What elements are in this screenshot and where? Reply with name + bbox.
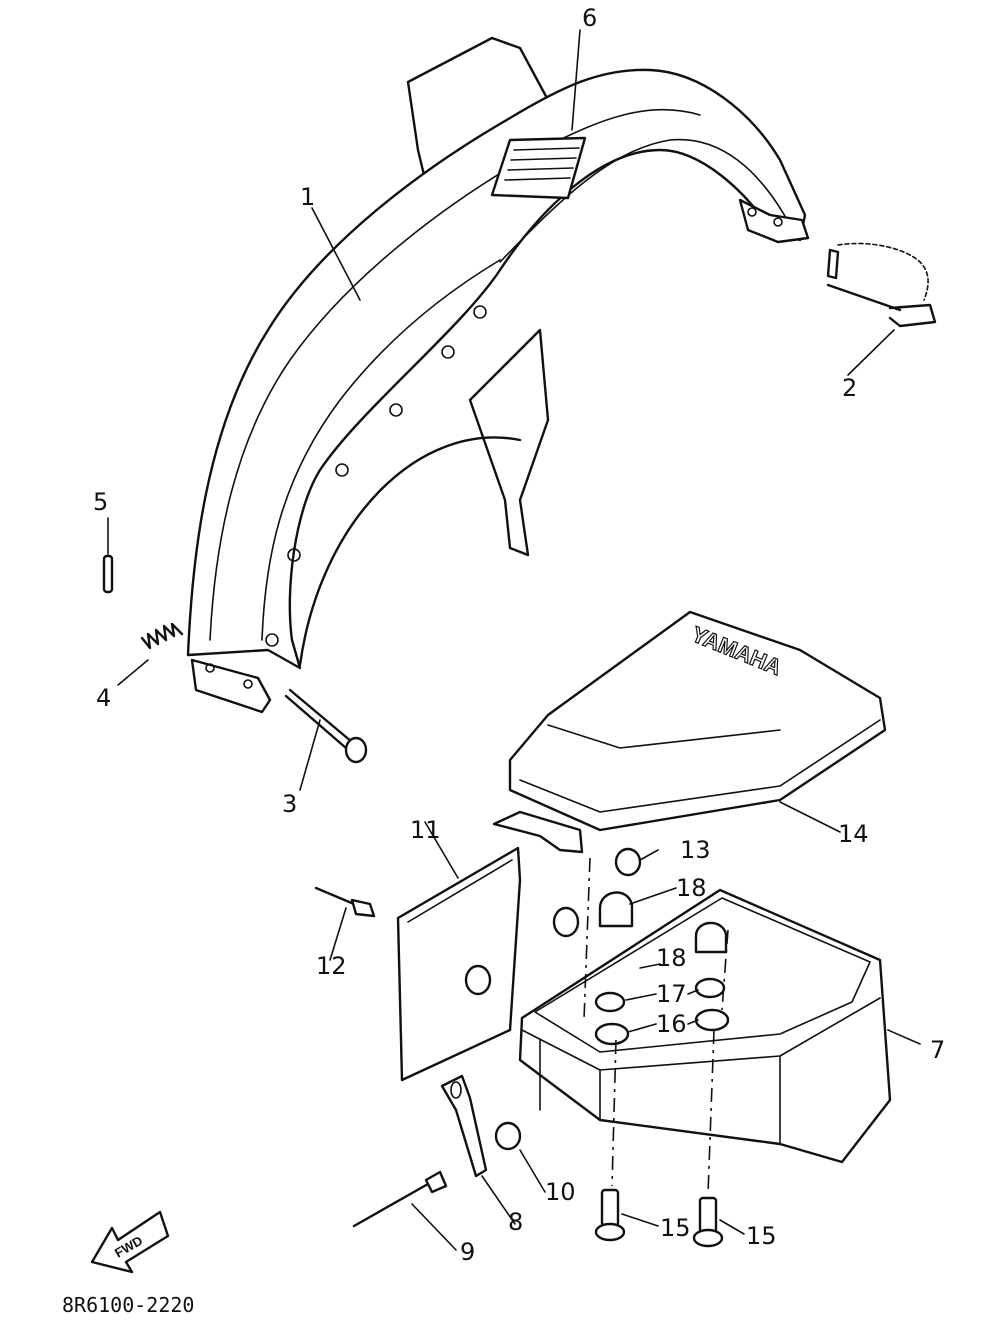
- bracket: [440, 1074, 488, 1178]
- pin-small: [102, 554, 114, 594]
- warning-label: [490, 136, 587, 200]
- callout-4: 4: [96, 684, 111, 712]
- front-direction-arrow: FWD: [90, 1210, 170, 1274]
- callout-3: 3: [282, 790, 297, 818]
- screws: [314, 886, 724, 1248]
- callout-16: 16: [656, 1010, 687, 1038]
- callout-18b: 18: [656, 944, 687, 972]
- callout-13: 13: [680, 836, 711, 864]
- callout-9: 9: [460, 1238, 475, 1266]
- hinge-pin-rear: [826, 242, 937, 328]
- callout-11: 11: [410, 816, 441, 844]
- diagram-code: 8R6100-2220: [62, 1293, 194, 1317]
- callout-15a: 15: [660, 1214, 691, 1242]
- spring: [140, 622, 184, 650]
- callout-10: 10: [545, 1178, 576, 1206]
- callout-17: 17: [656, 980, 687, 1008]
- side-plate: [396, 846, 522, 1082]
- leader-lines: [107, 29, 921, 1251]
- callout-6: 6: [582, 4, 597, 32]
- callout-8: 8: [508, 1208, 523, 1236]
- callout-14: 14: [838, 820, 869, 848]
- assembly-lines: [583, 857, 729, 1195]
- rear-fender: [186, 36, 810, 714]
- hinge-pin-front: [284, 688, 368, 764]
- callout-numbers: 1 2 3 4 5 6 7 8 9 10 11 12 13 14 15 15 1…: [93, 4, 945, 1266]
- callout-5: 5: [93, 488, 108, 516]
- callout-15b: 15: [746, 1222, 777, 1250]
- callout-12: 12: [316, 952, 347, 980]
- small-hardware: [464, 847, 730, 1151]
- callout-18a: 18: [676, 874, 707, 902]
- callout-2: 2: [842, 374, 857, 402]
- callout-1: 1: [300, 183, 315, 211]
- battery-cover: [492, 610, 887, 854]
- callout-7: 7: [930, 1036, 945, 1064]
